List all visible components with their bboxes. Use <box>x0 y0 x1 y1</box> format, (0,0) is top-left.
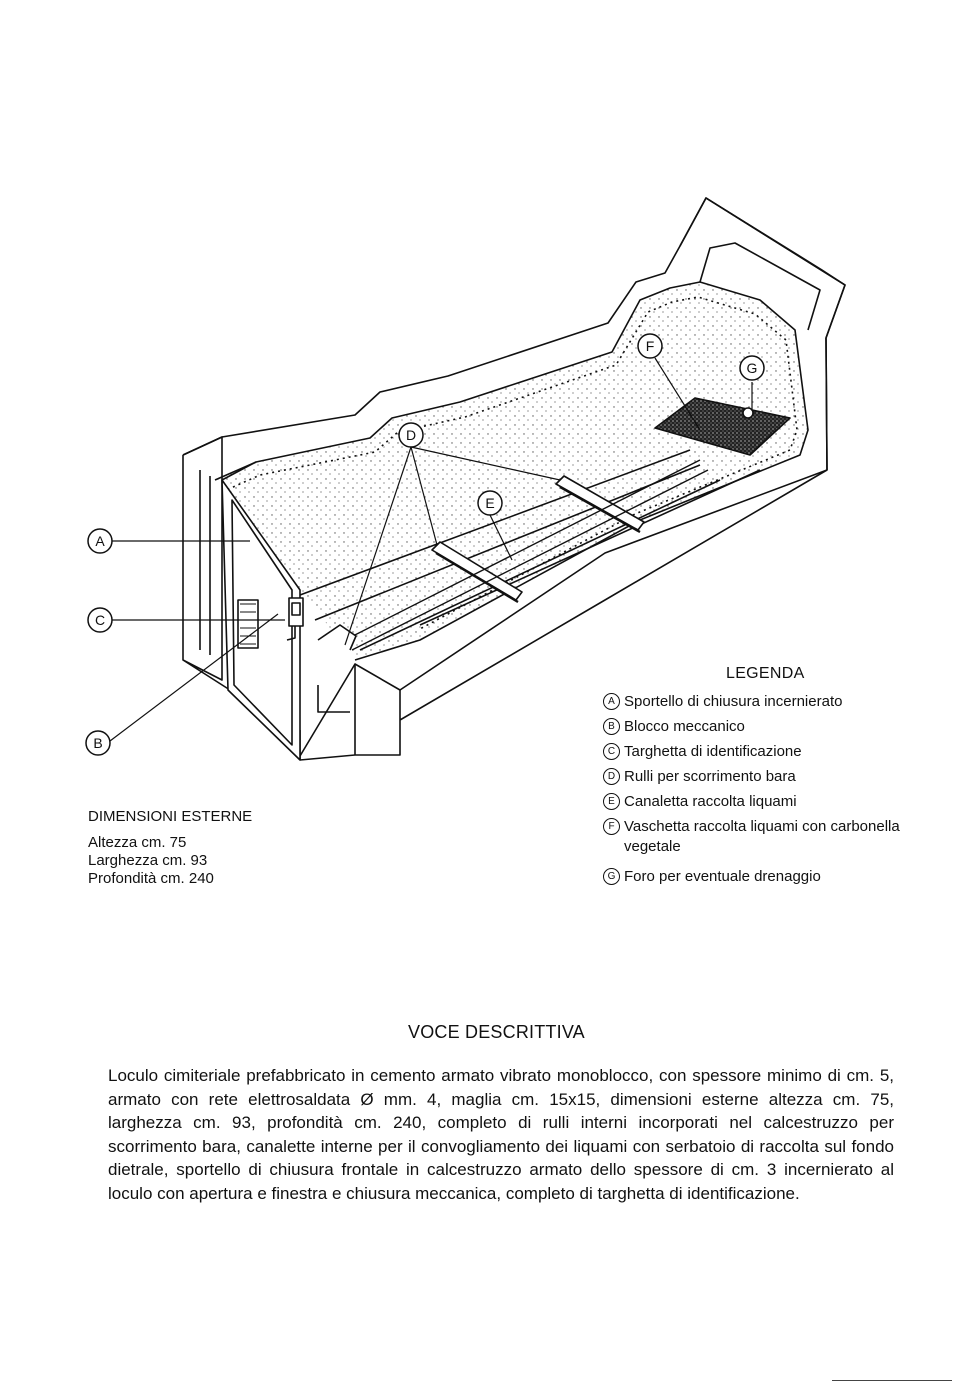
loculo-diagram: A C B D E F G <box>85 197 846 761</box>
legend-item-e: E Canaletta raccolta liquami <box>603 792 797 812</box>
description-body: Loculo cimiteriale prefabbricato in ceme… <box>108 1066 894 1203</box>
description-title: VOCE DESCRITTIVA <box>408 1022 585 1042</box>
front-frame <box>182 436 257 691</box>
drain-channel <box>344 459 709 651</box>
legend-item-b: B Blocco meccanico <box>603 717 745 737</box>
legend-badge-b-icon: B <box>603 718 620 735</box>
legend-item-a: A Sportello di chiusura incernierato <box>603 692 842 712</box>
dimension-depth: Profondità cm. 240 <box>88 870 214 887</box>
callout-d: D <box>406 427 416 443</box>
legend-text-a: Sportello di chiusura incernierato <box>624 693 843 710</box>
legend-badge-g-icon: G <box>603 868 620 885</box>
callout-e-icon: E <box>477 490 503 516</box>
callout-g: G <box>747 360 758 376</box>
legend-badge-f-icon: F <box>603 818 620 835</box>
dimension-width: Larghezza cm. 93 <box>88 852 208 869</box>
floor-lines <box>299 449 761 651</box>
legend-text-b: Blocco meccanico <box>624 718 745 735</box>
legend-text-d: Rulli per scorrimento bara <box>624 768 796 785</box>
legend-badge-c-icon: C <box>603 743 620 760</box>
legend-text-e: Canaletta raccolta liquami <box>624 793 797 810</box>
legend-item-d: D Rulli per scorrimento bara <box>603 767 796 787</box>
callout-e: E <box>485 495 494 511</box>
legend-badge-d-icon: D <box>603 768 620 785</box>
legend-text-c: Targhetta di identificazione <box>624 743 802 760</box>
legend-item-f: F Vaschetta raccolta liquami con carbone… <box>603 817 923 857</box>
legend-title: LEGENDA <box>726 665 805 682</box>
legend-item-g: G Foro per eventuale drenaggio <box>603 867 821 887</box>
callout-a: A <box>95 533 105 549</box>
footer-rule <box>832 1380 952 1381</box>
callout-c-icon: C <box>87 607 113 633</box>
dimension-height: Altezza cm. 75 <box>88 834 187 851</box>
dimensions-title: DIMENSIONI ESTERNE <box>88 808 253 825</box>
callout-b: B <box>93 735 102 751</box>
callout-c: C <box>95 612 105 628</box>
inner-opening <box>214 281 809 661</box>
legend-text-f: Vaschetta raccolta liquami con carbonell… <box>624 818 900 855</box>
callout-f: F <box>646 338 655 354</box>
callout-f-icon: F <box>637 333 663 359</box>
legend-item-c: C Targhetta di identificazione <box>603 742 802 762</box>
callout-g-icon: G <box>739 355 765 381</box>
callout-b-icon: B <box>85 730 111 756</box>
legend-badge-e-icon: E <box>603 793 620 810</box>
legend-text-g: Foro per eventuale drenaggio <box>624 868 821 885</box>
callout-d-icon: D <box>398 422 424 448</box>
legend-badge-a-icon: A <box>603 693 620 710</box>
external-dimensions: DIMENSIONI ESTERNE Altezza cm. 75 Larghe… <box>88 808 252 888</box>
callout-a-icon: A <box>87 528 113 554</box>
